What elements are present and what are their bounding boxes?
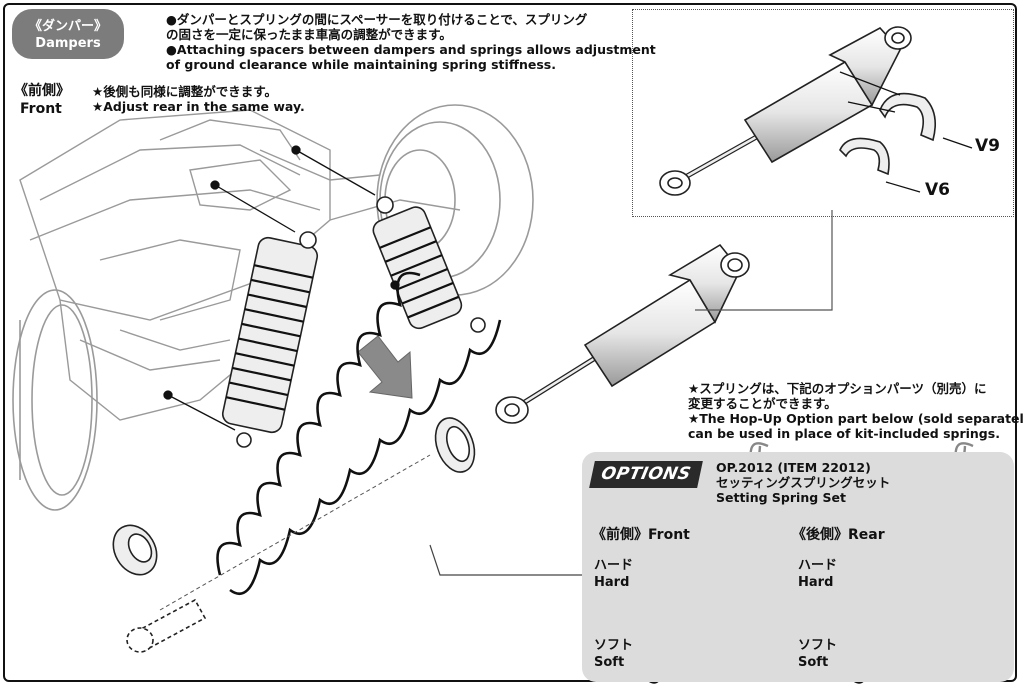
front-hard-en: Hard	[594, 575, 630, 590]
hopup-note: ★スプリングは、下記のオプションパーツ（別売）に 変更することができます。 ★T…	[688, 381, 1024, 441]
rear-soft-jp: ソフト	[798, 638, 838, 653]
front-note: ★後側も同様に調整ができます。 ★Adjust rear in the same…	[92, 84, 305, 114]
part-label-v6: V6	[925, 180, 950, 200]
front-heading: 《前側》 Front	[14, 82, 70, 118]
mount-arrows	[163, 145, 400, 431]
intro-text: ●ダンパーとスプリングの間にスペーサーを取り付けることで、スプリング の固さを一…	[166, 12, 656, 72]
rear-hard-en: Hard	[798, 575, 834, 590]
rear-hard-label: ハード Hard	[798, 557, 837, 591]
options-front-jp: 《前側》	[592, 527, 648, 543]
options-front-en: Front	[648, 527, 690, 543]
options-name-en: Setting Spring Set	[716, 490, 846, 505]
front-damper-mounted	[221, 231, 319, 448]
badge-en: Dampers	[35, 36, 101, 51]
options-tag: OPTIONS	[589, 461, 703, 488]
front-soft-label: ソフト Soft	[594, 637, 633, 671]
exploded-damper	[495, 243, 750, 424]
intro-jp-line1: ●ダンパーとスプリングの間にスペーサーを取り付けることで、スプリング	[166, 12, 588, 27]
front-soft-en: Soft	[594, 655, 625, 670]
options-name-jp: セッティングスプリングセット	[716, 475, 891, 490]
options-item-code: OP.2012 (ITEM 22012)	[716, 460, 871, 475]
options-rear-heading: 《後側》Rear	[792, 524, 885, 544]
front-note-en: ★Adjust rear in the same way.	[92, 99, 305, 114]
hopup-jp-line1: ★スプリングは、下記のオプションパーツ（別売）に	[688, 381, 987, 396]
part-label-v9: V9	[975, 136, 1000, 156]
intro-en-line2: of ground clearance while maintaining sp…	[166, 57, 556, 72]
intro-en-line1: ●Attaching spacers between dampers and s…	[166, 42, 656, 57]
spacer-ring	[434, 417, 476, 473]
badge-jp: 《ダンパー》	[28, 19, 107, 34]
front-soft-jp: ソフト	[594, 638, 634, 653]
rear-soft-label: ソフト Soft	[798, 637, 837, 671]
detail-arrows	[839, 71, 973, 193]
left-wheel	[12, 289, 98, 511]
front-heading-en: Front	[20, 101, 62, 117]
front-hard-jp: ハード	[594, 558, 634, 573]
detail-spacers	[839, 92, 936, 176]
detail-box	[632, 9, 1014, 217]
lower-parts	[112, 524, 207, 654]
options-item-info: OP.2012 (ITEM 22012) セッティングスプリングセット Sett…	[716, 460, 890, 505]
rear-hard-jp: ハード	[798, 558, 838, 573]
front-heading-jp: 《前側》	[14, 83, 70, 99]
section-badge: 《ダンパー》 Dampers	[12, 9, 124, 59]
options-front-heading: 《前側》Front	[592, 524, 690, 544]
hopup-en-line2: can be used in place of kit-included spr…	[688, 426, 1000, 441]
exploded-spring	[159, 271, 502, 611]
hopup-jp-line2: 変更することができます。	[688, 396, 837, 411]
page-frame	[3, 3, 1017, 682]
hopup-en-line1: ★The Hop-Up Option part below (sold sepa…	[688, 411, 1024, 426]
detail-damper	[659, 26, 912, 196]
options-rear-jp: 《後側》	[792, 527, 848, 543]
front-hard-label: ハード Hard	[594, 557, 633, 591]
front-note-jp: ★後側も同様に調整ができます。	[92, 84, 277, 99]
options-rear-en: Rear	[848, 527, 885, 543]
rear-soft-en: Soft	[798, 655, 829, 670]
direction-arrow	[357, 335, 413, 399]
options-panel	[582, 452, 1014, 682]
intro-jp-line2: の固さを一定に保ったまま車高の調整ができます。	[166, 27, 452, 42]
rear-damper-mounted	[372, 196, 486, 333]
